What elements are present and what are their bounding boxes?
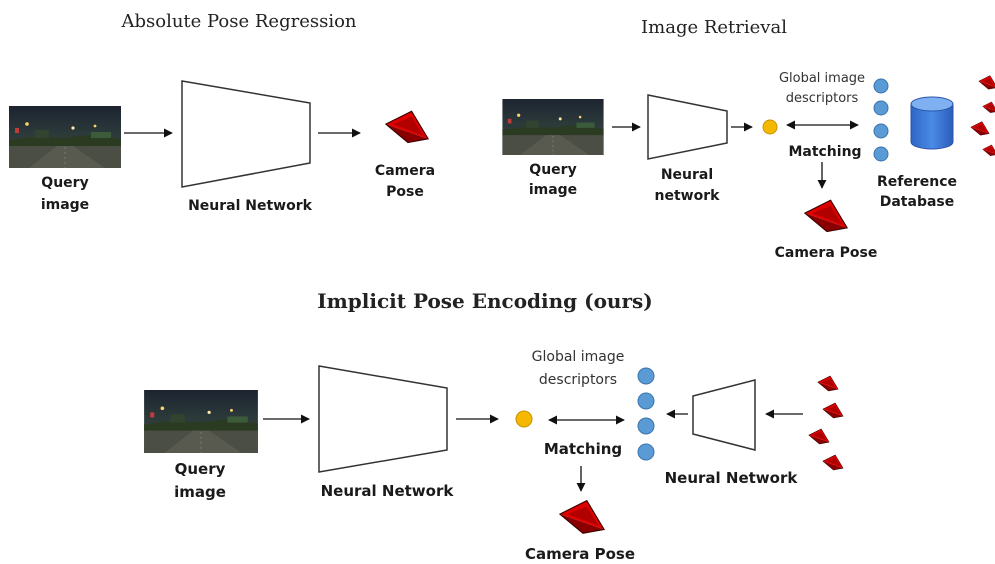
ir-network-label-line1: Neural bbox=[661, 167, 713, 183]
apr-query-label-line2: image bbox=[41, 197, 89, 213]
ipe-pose-label: Camera Pose bbox=[525, 545, 635, 563]
ipe-right-network-label: Neural Network bbox=[665, 469, 799, 487]
apr-pose-label-line2: Pose bbox=[386, 184, 424, 200]
ir-query-label-line2: image bbox=[529, 182, 577, 198]
ipe-matching-label: Matching bbox=[544, 440, 622, 458]
section-image-retrieval: Image Retrieval Query image Neural netwo… bbox=[502, 17, 995, 261]
ir-database-label-line1: Reference bbox=[877, 174, 957, 190]
ipe-descriptor-dot bbox=[637, 392, 655, 410]
ir-network-label-line2: network bbox=[655, 188, 721, 204]
ir-pose-label: Camera Pose bbox=[775, 245, 878, 261]
ipe-right-neural-network-shape bbox=[692, 379, 756, 451]
ir-query-descriptor-dot bbox=[762, 119, 778, 135]
ipe-neural-network-shape bbox=[318, 365, 448, 473]
ir-descriptor-dot bbox=[873, 146, 889, 162]
ir-query-label-line1: Query bbox=[529, 162, 576, 178]
ir-matching-label: Matching bbox=[788, 144, 861, 160]
ir-database-pose-icon bbox=[978, 75, 995, 90]
section-absolute-pose-regression: Absolute Pose Regression Query image Neu… bbox=[9, 11, 435, 214]
title-apr: Absolute Pose Regression bbox=[120, 11, 356, 32]
apr-pose-label-line1: Camera bbox=[375, 163, 435, 179]
ir-query-image bbox=[502, 99, 604, 155]
ipe-reference-pose-icon bbox=[822, 454, 844, 471]
ipe-descriptors-label-line2: descriptors bbox=[539, 372, 617, 388]
ir-database-label-line2: Database bbox=[880, 194, 955, 210]
ipe-descriptor-dot bbox=[637, 417, 655, 435]
ir-descriptors-label-line2: descriptors bbox=[786, 91, 859, 106]
title-ipe: Implicit Pose Encoding (ours) bbox=[317, 289, 652, 313]
ir-database-icon bbox=[910, 96, 954, 150]
apr-camera-pose-icon bbox=[385, 110, 429, 144]
apr-query-image bbox=[9, 106, 121, 168]
ir-database-pose-icon bbox=[982, 101, 995, 113]
ipe-query-descriptor-dot bbox=[515, 410, 533, 428]
ipe-camera-pose-icon bbox=[559, 500, 605, 534]
ipe-descriptors-label-line1: Global image bbox=[532, 349, 625, 365]
ipe-descriptor-dot bbox=[637, 367, 655, 385]
apr-query-label-line1: Query bbox=[41, 175, 88, 191]
ir-descriptors-label-line1: Global image bbox=[779, 71, 865, 86]
ipe-reference-pose-icon bbox=[808, 428, 830, 445]
section-implicit-pose-encoding: Implicit Pose Encoding (ours) Query imag… bbox=[144, 289, 844, 563]
ir-descriptor-dot bbox=[873, 123, 889, 139]
ipe-query-label-line1: Query bbox=[175, 460, 226, 478]
ir-neural-network-shape bbox=[647, 94, 728, 160]
ir-database-pose-icon bbox=[982, 144, 995, 156]
ir-descriptor-dot bbox=[873, 78, 889, 94]
ir-database-pose-icon bbox=[970, 121, 990, 136]
ir-camera-pose-icon bbox=[804, 199, 848, 233]
ipe-reference-pose-icon bbox=[817, 375, 839, 392]
ipe-reference-pose-icon bbox=[822, 402, 844, 419]
ipe-query-label-line2: image bbox=[174, 483, 226, 501]
ipe-descriptor-dot bbox=[637, 443, 655, 461]
apr-neural-network-shape bbox=[181, 80, 311, 188]
ipe-network-label: Neural Network bbox=[321, 482, 455, 500]
title-ir: Image Retrieval bbox=[641, 17, 787, 38]
ipe-query-image bbox=[144, 390, 258, 453]
apr-network-label: Neural Network bbox=[188, 198, 313, 214]
ir-descriptor-dot bbox=[873, 100, 889, 116]
